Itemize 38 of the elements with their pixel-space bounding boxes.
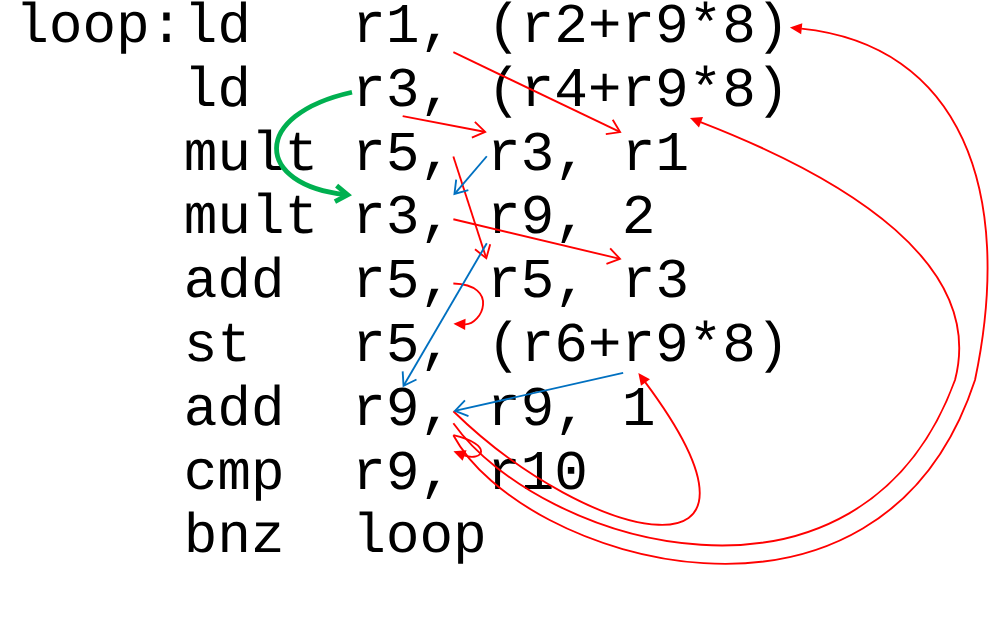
- code-token: r3,: [493, 132, 574, 180]
- arrow: [453, 371, 625, 417]
- code-text: ld: [191, 1, 247, 43]
- code-token: r9,: [358, 451, 439, 499]
- code-token: r1,: [358, 5, 439, 52]
- code-token: r3,: [358, 68, 439, 116]
- arrow: [452, 218, 622, 265]
- arrow: [452, 282, 484, 330]
- code-token: (r2+r9*8): [496, 1, 781, 54]
- arrow: [274, 89, 353, 204]
- code-text: st: [188, 323, 246, 362]
- code-token: r5,: [358, 260, 439, 307]
- arrow: [401, 115, 487, 139]
- code-token: r9,: [493, 195, 574, 243]
- arrow: [452, 155, 492, 260]
- arrow: [453, 155, 488, 196]
- code-token: r3,: [358, 195, 439, 243]
- code-text: add: [187, 256, 280, 298]
- code-token: r5,: [493, 260, 574, 307]
- code-text: r9,: [493, 387, 574, 435]
- arrow: [401, 242, 488, 388]
- arrow: [452, 117, 961, 546]
- code-token: r3: [628, 259, 686, 298]
- code-text: cmp: [187, 458, 281, 501]
- code-text: bnz: [188, 511, 281, 553]
- arrow: [452, 23, 988, 565]
- code-token: (r6+r9*8): [496, 320, 781, 373]
- code-text: mult: [186, 192, 313, 234]
- code-token: r9,: [358, 387, 439, 435]
- code-text: loop: [359, 511, 483, 564]
- code-text: add: [187, 384, 280, 426]
- code-text: 2: [625, 195, 652, 233]
- code-text: ld: [191, 65, 247, 107]
- code-text: loop:: [22, 1, 170, 54]
- code-token: r5,: [358, 133, 439, 180]
- code-text: 1: [625, 388, 653, 425]
- code-token: r1: [628, 133, 687, 170]
- arrow: [452, 434, 482, 461]
